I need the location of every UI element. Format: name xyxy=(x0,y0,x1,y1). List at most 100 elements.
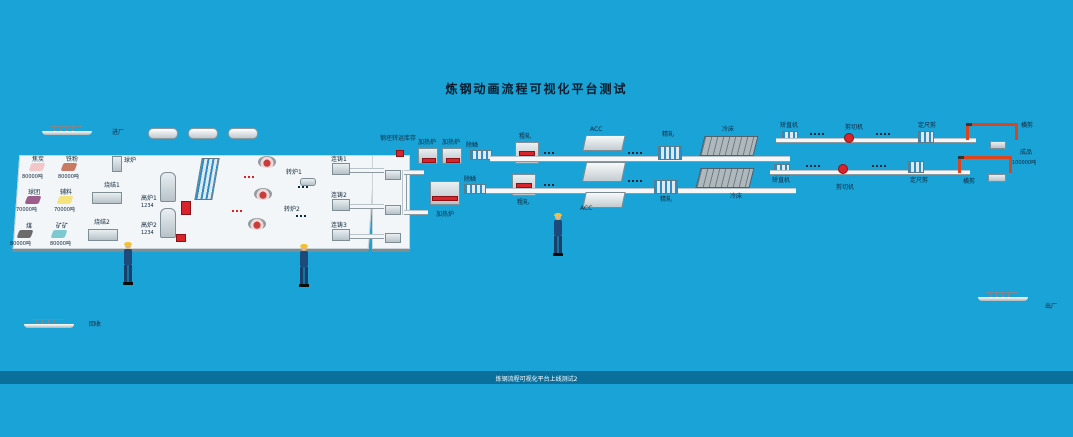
flow-indicator xyxy=(296,215,306,217)
page-title: 炼钢动画流程可视化平台测试 xyxy=(445,82,628,96)
blast-furnace1-label: 高炉1 xyxy=(141,195,157,202)
material-amount: 80000吨 xyxy=(22,174,43,180)
converter-ladle-icon[interactable] xyxy=(248,218,266,230)
billet-pipe xyxy=(402,170,407,215)
billet-yard-label: 钢坯转运库存 xyxy=(380,135,417,142)
caster-1[interactable] xyxy=(332,163,350,175)
worker-avatar[interactable] xyxy=(298,244,310,287)
material-name: 铁粉 xyxy=(66,156,79,163)
cool-bottom-label: 冷床 xyxy=(730,193,743,200)
flow-indicator xyxy=(810,133,824,135)
converter1-label: 转炉1 xyxy=(286,169,302,176)
cooling-bed-bottom[interactable] xyxy=(695,168,755,188)
sinter-machine-1[interactable] xyxy=(92,192,122,204)
worker-avatar[interactable] xyxy=(552,213,564,256)
finishing-mill-2[interactable] xyxy=(654,180,678,194)
billet-stack-icon[interactable] xyxy=(385,233,401,243)
gantry-crane-top-icon[interactable] xyxy=(966,123,1018,140)
caster-3[interactable] xyxy=(332,229,350,241)
material-name: 焦炭 xyxy=(32,156,45,163)
flying-top-label: 定尺剪 xyxy=(918,122,937,129)
shear-bottom-icon[interactable] xyxy=(838,164,848,174)
billet-pipe xyxy=(350,234,384,239)
pellet-furnace[interactable] xyxy=(112,156,122,172)
flow-indicator xyxy=(876,133,890,135)
rolling-line-bottom xyxy=(486,188,796,194)
descaler-2[interactable] xyxy=(464,184,486,194)
converter-ladle-icon[interactable] xyxy=(254,188,272,200)
billet-pipe xyxy=(350,204,384,209)
storage-tank-icon[interactable] xyxy=(228,128,258,139)
material-amount: 70000吨 xyxy=(54,207,75,213)
hot-slab-icon xyxy=(432,196,458,201)
hot-metal-car-icon[interactable] xyxy=(176,234,186,242)
status-bar-text: 炼钢流程可视化平台上线测试2 xyxy=(495,376,578,383)
pellet-furnace-label: 球炉 xyxy=(124,157,137,164)
straighten-bottom-label: 矫直机 xyxy=(772,177,791,184)
cut-to-length-top[interactable] xyxy=(918,131,934,143)
rolling-strip-icon xyxy=(519,151,535,156)
material-amount: 80000吨 xyxy=(58,174,79,180)
flying-bottom-label: 定尺剪 xyxy=(910,177,929,184)
hot-slab-icon xyxy=(422,158,436,163)
yard-crane-icon[interactable] xyxy=(396,150,404,157)
flow-indicator xyxy=(872,165,886,167)
blast-furnace2-label: 高炉2 xyxy=(141,222,157,229)
billet-stack-icon[interactable] xyxy=(385,205,401,215)
in-factory-label: 进厂 xyxy=(112,129,125,136)
material-name: 球团 xyxy=(28,189,41,196)
material-name: 辅料 xyxy=(60,189,73,196)
blast-furnace2-value: 1234 xyxy=(141,230,154,236)
final-top-label: 横剪 xyxy=(1021,122,1034,129)
caster-2[interactable] xyxy=(332,199,350,211)
rolling-line-top xyxy=(490,156,790,162)
converter2-label: 转炉2 xyxy=(284,206,300,213)
flow-indicator xyxy=(806,165,820,167)
finishing-line-bottom xyxy=(770,170,970,175)
cut-to-length-bottom[interactable] xyxy=(908,161,924,173)
out-factory-label: 出厂 xyxy=(1045,303,1058,310)
hot-slab-icon xyxy=(446,158,460,163)
storage-tank-icon[interactable] xyxy=(188,128,218,139)
acc-unit-top[interactable] xyxy=(582,135,626,151)
sinter-machine-2[interactable] xyxy=(88,229,118,241)
reheat2-label: 加热炉 xyxy=(442,139,461,146)
caster2-label: 连铸2 xyxy=(331,192,347,199)
storage-tank-icon[interactable] xyxy=(148,128,178,139)
material-name: 矿矿 xyxy=(56,223,69,230)
blast-furnace-2[interactable] xyxy=(160,208,176,238)
flow-indicator xyxy=(544,152,556,154)
gantry-crane-bottom-icon[interactable] xyxy=(958,156,1012,173)
in-factory-ship-icon[interactable] xyxy=(42,126,92,135)
hot-metal-car-icon[interactable] xyxy=(181,201,191,215)
reheat-furnace[interactable] xyxy=(430,181,460,205)
descaler-1[interactable] xyxy=(470,150,492,160)
descale2-label: 除鳞 xyxy=(464,176,477,183)
flow-indicator xyxy=(232,210,244,212)
descale1-label: 除鳞 xyxy=(466,142,479,149)
converter-vessel-icon[interactable] xyxy=(300,178,316,186)
out-factory-ship-icon[interactable] xyxy=(978,292,1028,301)
worker-avatar[interactable] xyxy=(122,242,134,285)
product-stack-icon[interactable] xyxy=(990,141,1006,149)
material-name: 煤 xyxy=(26,223,33,230)
billet-pipe xyxy=(404,170,424,175)
cooling-bed-top[interactable] xyxy=(699,136,759,156)
shear-bottom-label: 剪切机 xyxy=(836,184,855,191)
caster1-label: 连铸1 xyxy=(331,156,347,163)
product-stack-icon[interactable] xyxy=(988,174,1006,182)
product-label: 成品 xyxy=(1020,149,1033,156)
material-amount: 70000吨 xyxy=(16,207,37,213)
billet-stack-icon[interactable] xyxy=(385,170,401,180)
flow-indicator xyxy=(244,176,256,178)
finishing-mill-1[interactable] xyxy=(658,146,682,160)
converter-ladle-icon[interactable] xyxy=(258,156,276,168)
caster3-label: 连铸3 xyxy=(331,222,347,229)
rough1-label: 粗轧 xyxy=(519,133,532,140)
shear-top-icon[interactable] xyxy=(844,133,854,143)
return-ship-icon[interactable] xyxy=(24,319,74,328)
cool-top-label: 冷床 xyxy=(722,126,735,133)
blast-furnace-1[interactable] xyxy=(160,172,176,202)
flow-indicator xyxy=(544,184,556,186)
acc-unit-middle[interactable] xyxy=(581,162,627,182)
